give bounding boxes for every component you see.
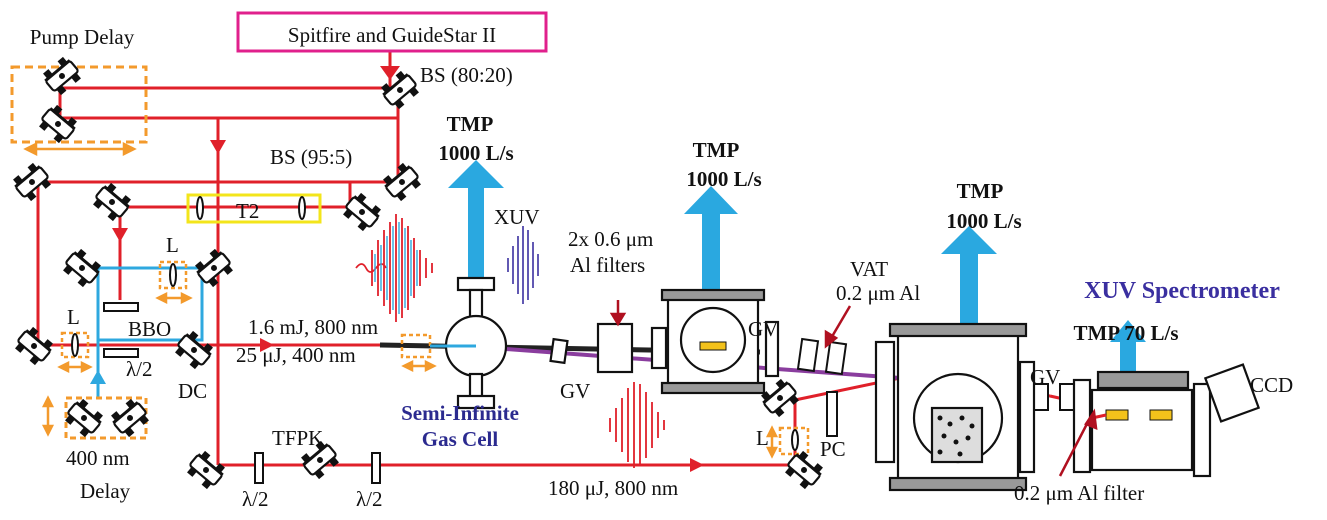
xuv-label: XUV [494, 205, 540, 229]
pointer-arrows [609, 300, 1098, 477]
gv3-label: GV [1030, 365, 1060, 389]
bs-95-5-label: BS (95:5) [270, 145, 352, 169]
gate-valves [796, 337, 1075, 411]
tmp4-label: TMP 70 L/s [1073, 321, 1178, 345]
al-filter-label: 0.2 μm Al filter [1014, 481, 1144, 505]
xuv-pulse-waveform [507, 226, 539, 304]
translation-arrows [23, 141, 779, 459]
gas-cell-label-1: Semi-Infinite [401, 401, 519, 425]
half-wave-plate-label-a: λ/2 [126, 357, 153, 381]
tmp2-label-2: 1000 L/s [686, 167, 761, 191]
tmp3-label-2: 1000 L/s [946, 209, 1021, 233]
half-wave-plate-label-c: λ/2 [356, 487, 383, 511]
beam-800-label: 1.6 mJ, 800 nm [248, 315, 378, 339]
lens-mount-upper [158, 260, 188, 290]
pulse-waveform-lower [609, 382, 665, 468]
lens-left-label: L [67, 305, 80, 329]
t2-label: T2 [236, 199, 259, 223]
lens-right-label: L [756, 426, 769, 450]
mcp-dots [937, 415, 975, 457]
pump-delay-label: Pump Delay [30, 25, 135, 49]
filters-label-2: Al filters [570, 253, 645, 277]
vacuum-chamber-1 [549, 288, 780, 395]
filters-label-1: 2x 0.6 μm [568, 227, 653, 251]
tmp1-label-2: 1000 L/s [438, 141, 513, 165]
spectrometer-chamber [1072, 363, 1261, 478]
tmp3-label-1: TMP [957, 179, 1004, 203]
bbo-label: BBO [128, 317, 171, 341]
laser-box [236, 11, 548, 53]
delay-400-label-1: 400 nm [66, 446, 130, 470]
ccd-label: CCD [1250, 373, 1293, 397]
beam-180-label: 180 μJ, 800 nm [548, 476, 678, 500]
pulse-waveform-red [355, 214, 433, 322]
vat-label-1: VAT [850, 257, 888, 281]
pc-label: PC [820, 437, 846, 461]
spectrometer-label: XUV Spectrometer [1084, 278, 1280, 304]
delay-400-label-2: Delay [80, 479, 131, 503]
gas-cell-label-2: Gas Cell [422, 427, 499, 451]
bs-80-20-label: BS (80:20) [420, 63, 513, 87]
pump-delay-stage [10, 65, 148, 144]
half-wave-plate-label-b: λ/2 [242, 487, 269, 511]
vacuum-chamber-2 [874, 322, 1036, 492]
laser-box-label: Spitfire and GuideStar II [288, 23, 496, 47]
gv1-label: GV [560, 379, 590, 403]
gv2-label: GV [748, 317, 778, 341]
lens-upper-label: L [166, 233, 179, 257]
dc-label: DC [178, 379, 207, 403]
tmp1-label-1: TMP [447, 112, 494, 136]
beam-400-label: 25 μJ, 400 nm [236, 343, 356, 367]
gas-cell [444, 276, 508, 410]
pulse-waveform-blue [374, 222, 418, 314]
tmp2-label-1: TMP [693, 138, 740, 162]
tmp-pump-arrows [448, 160, 1146, 372]
tfpk-label: TFPK [272, 426, 323, 450]
lens-mount-right [778, 426, 810, 456]
vat-label-2: 0.2 μm Al [836, 281, 920, 305]
optical-elements [71, 196, 838, 484]
t2-telescope-box [186, 193, 322, 224]
